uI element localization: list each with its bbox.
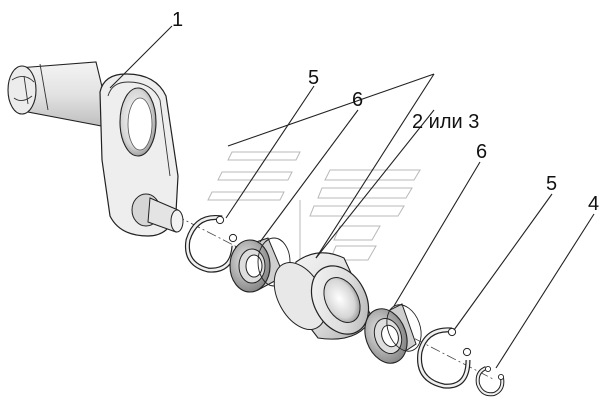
leader-4 [495,213,595,369]
leader-23-b [315,73,435,259]
callout-4: 4 [588,193,599,215]
lever-shaft-part [7,61,184,237]
leader-lines [109,25,595,369]
callout-labels: 1 5 6 2 или 3 6 5 4 [172,9,599,215]
leader-1 [109,25,173,89]
leader-6-lower [393,161,481,307]
leader-5-upper [225,85,315,219]
bearing-lower [364,303,422,364]
roller-part [273,252,373,340]
retaining-ring-upper [184,214,238,273]
callout-5-upper: 5 [308,67,319,89]
watermark-logo [207,151,421,261]
snap-ring [475,365,505,397]
bearing-upper [229,237,291,293]
callout-6-upper: 6 [352,89,363,111]
leader-23-a [227,73,435,147]
callout-6-lower: 6 [476,141,487,163]
leader-6-upper [259,109,359,243]
retaining-ring-lower [417,327,472,389]
callout-1: 1 [172,9,183,31]
callout-5-lower: 5 [546,173,557,195]
leader-23-c [315,109,435,259]
callout-2-or-3: 2 или 3 [412,111,479,133]
leader-5-lower [453,193,553,331]
